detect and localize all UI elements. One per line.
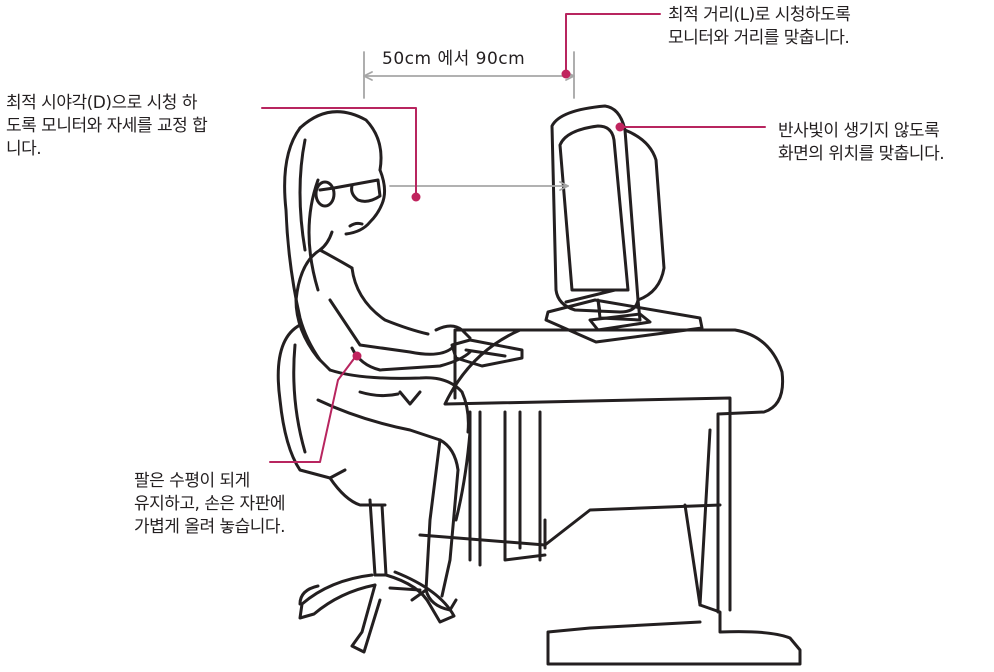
leader-lines <box>261 13 766 463</box>
distance-measure <box>363 51 575 99</box>
monitor-drawing <box>544 104 704 344</box>
distance-range-label: 50cm 에서 90cm <box>382 49 526 69</box>
chair-drawing <box>276 323 456 654</box>
viewing-angle-callout-text: 최적 시야각(D)으로 시청 하 도록 모니터와 자세를 교정 합 니다. <box>6 93 208 159</box>
callout-dots <box>352 69 625 361</box>
reflection-callout-text: 반사빛이 생기지 않도록 화면의 위치를 맞춥니다. <box>778 121 945 164</box>
person-drawing <box>283 110 472 612</box>
distance-dot <box>561 69 571 79</box>
arm-callout-text: 팔은 수평이 되게 유지하고, 손은 자판에 가볍게 올려 놓습니다. <box>134 471 285 537</box>
distance-leader <box>565 13 661 75</box>
arm-dot <box>352 351 362 361</box>
viewing-angle-dot <box>411 192 421 202</box>
distance-callout-text: 최적 거리(L)로 시청하도록 모니터와 거리를 맞춥니다. <box>668 5 851 48</box>
reflection-dot <box>615 122 625 132</box>
viewing-angle-leader <box>261 107 417 197</box>
arm-leader <box>269 355 357 463</box>
viewing-line <box>389 181 569 191</box>
desk-drawing <box>418 328 802 666</box>
keyboard-drawing <box>450 338 524 368</box>
